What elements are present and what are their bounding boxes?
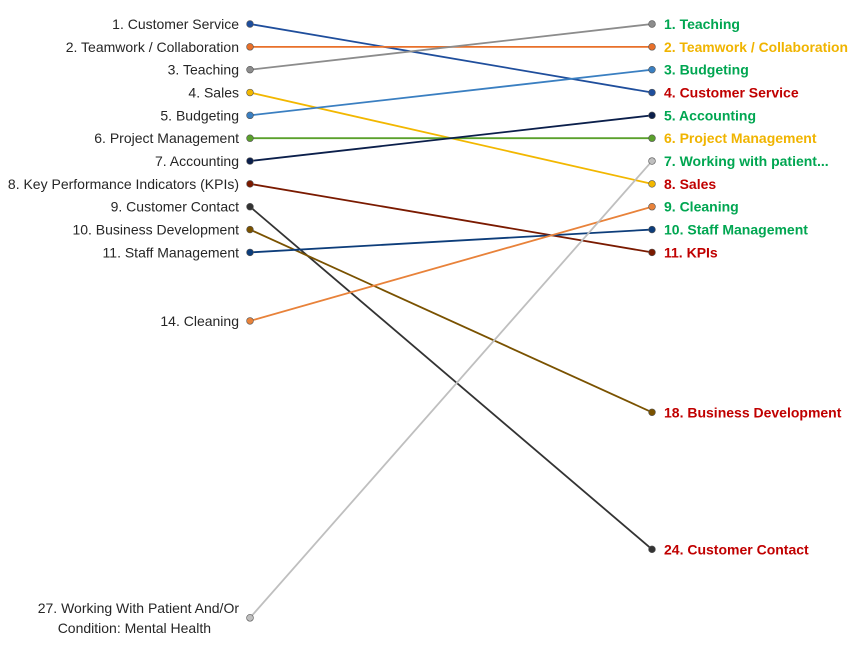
right-label: 24. Customer Contact (664, 541, 809, 557)
slope-lines (246, 20, 656, 622)
left-marker-budgeting (246, 111, 254, 120)
left-marker-sales (246, 88, 254, 97)
right-marker-customer-contact (648, 545, 656, 554)
slope-line-accounting (249, 114, 653, 162)
left-marker-customer-contact (246, 203, 254, 211)
right-marker-project-management (648, 134, 656, 142)
slope-line-business-development (249, 228, 653, 414)
right-marker-business-development (648, 408, 656, 416)
left-label: 6. Project Management (94, 130, 239, 146)
left-label: 8. Key Performance Indicators (KPIs) (8, 176, 239, 192)
right-label: 11. KPIs (664, 244, 718, 260)
slope-line-staff-management (249, 228, 653, 254)
left-marker-working-with-patient (246, 614, 254, 622)
left-label: 5. Budgeting (160, 107, 239, 123)
right-marker-customer-service (648, 88, 656, 97)
left-label: 4. Sales (188, 85, 239, 101)
left-label: 1. Customer Service (112, 16, 239, 32)
right-label: 9. Cleaning (664, 199, 739, 215)
right-label: 3. Budgeting (664, 62, 749, 78)
left-marker-customer-service (246, 20, 254, 28)
left-label: 7. Accounting (155, 153, 239, 169)
right-marker-working-with-patient (648, 157, 656, 165)
left-rank-labels: 1. Customer Service 2. Teamwork / Collabo… (8, 16, 239, 636)
left-label: 27. Working With Patient And/Or (38, 600, 240, 616)
right-label: 5. Accounting (664, 107, 756, 123)
right-label: 6. Project Management (664, 130, 817, 146)
slope-line-customer-service (249, 23, 653, 94)
left-label: 10. Business Development (72, 222, 239, 238)
right-label: 1. Teaching (664, 16, 740, 32)
slope-line-working-with-patient (249, 160, 653, 619)
right-label: 18. Business Development (664, 404, 842, 420)
left-label: 3. Teaching (168, 62, 239, 78)
right-marker-staff-management (648, 225, 656, 234)
right-rank-labels: 1. Teaching 2. Teamwork / Collaboration 3.… (664, 16, 848, 557)
right-marker-budgeting (648, 65, 656, 74)
right-marker-sales (648, 180, 656, 188)
right-marker-accounting (648, 111, 656, 120)
left-marker-accounting (246, 157, 254, 165)
right-marker-kpis (648, 248, 656, 257)
left-label: 11. Staff Management (103, 244, 240, 260)
left-marker-teamwork-collaboration (246, 43, 254, 51)
left-label: 9. Customer Contact (111, 199, 239, 215)
right-label: 7. Working with patient... (664, 153, 829, 169)
slope-line-teaching (249, 23, 653, 71)
left-label: 2. Teamwork / Collaboration (66, 39, 239, 55)
left-marker-teaching (246, 65, 254, 74)
left-marker-cleaning (246, 317, 254, 325)
right-label: 4. Customer Service (664, 85, 799, 101)
slope-line-cleaning (249, 205, 653, 322)
left-marker-project-management (246, 134, 254, 142)
right-marker-cleaning (648, 203, 656, 211)
slope-line-kpis (249, 182, 653, 254)
left-marker-staff-management (246, 248, 254, 257)
left-label: 14. Cleaning (160, 313, 239, 329)
right-marker-teamwork-collaboration (648, 43, 656, 51)
right-label: 8. Sales (664, 176, 716, 192)
slope-line-budgeting (249, 68, 653, 117)
right-label: 2. Teamwork / Collaboration (664, 39, 848, 55)
right-marker-teaching (648, 20, 656, 28)
left-marker-kpis (246, 180, 254, 188)
right-label: 10. Staff Management (664, 222, 808, 238)
slope-line-customer-contact (249, 206, 653, 551)
left-marker-business-development (246, 225, 254, 234)
left-label-line2: Condition: Mental Health (58, 620, 211, 636)
